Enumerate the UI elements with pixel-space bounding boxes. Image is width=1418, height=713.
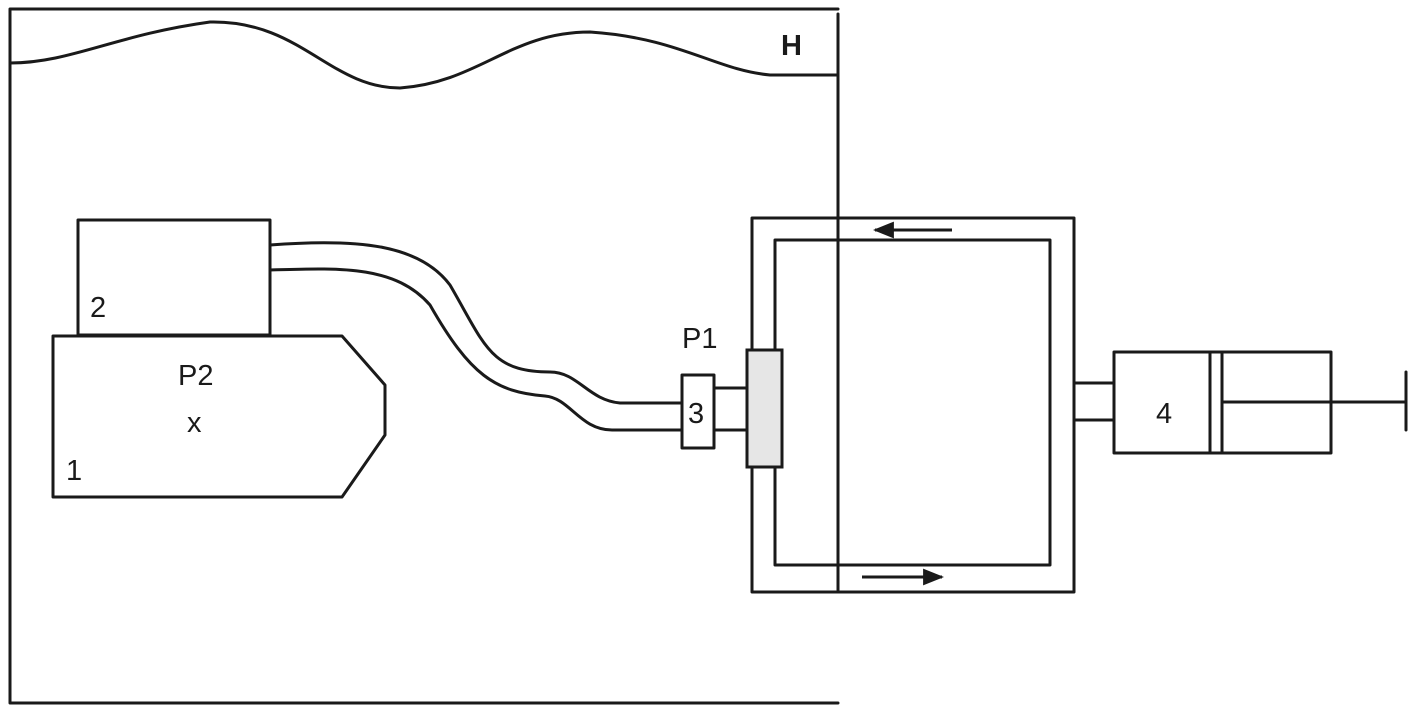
label-1: 1 xyxy=(66,455,82,487)
cylinder-pipe xyxy=(1072,381,1116,422)
label-h: H xyxy=(781,30,802,62)
water-tank: H xyxy=(8,7,840,705)
hose-lower xyxy=(268,267,684,432)
loop-inner xyxy=(773,238,1052,567)
loop-outer xyxy=(750,216,1076,594)
circulation-loop xyxy=(745,216,1076,594)
connector-3-box xyxy=(680,373,716,450)
connector-3: P1 3 xyxy=(680,323,750,450)
label-2: 2 xyxy=(90,292,106,324)
unit-2: 2 xyxy=(76,218,272,337)
label-4: 4 xyxy=(1156,398,1172,430)
label-p2: P2 xyxy=(178,360,213,392)
water-surface xyxy=(8,20,840,90)
object-1: 1 P2 x xyxy=(51,334,387,499)
hose xyxy=(268,241,684,432)
object-1-outline xyxy=(51,334,387,499)
hose-upper xyxy=(268,241,684,405)
label-x: x xyxy=(187,407,202,439)
label-3: 3 xyxy=(688,398,704,430)
label-p1: P1 xyxy=(682,323,717,355)
piston-cylinder-4: 4 xyxy=(1112,350,1408,455)
tank-wall xyxy=(8,7,840,705)
unit-2-box xyxy=(76,218,272,337)
pressure-window xyxy=(745,348,784,469)
